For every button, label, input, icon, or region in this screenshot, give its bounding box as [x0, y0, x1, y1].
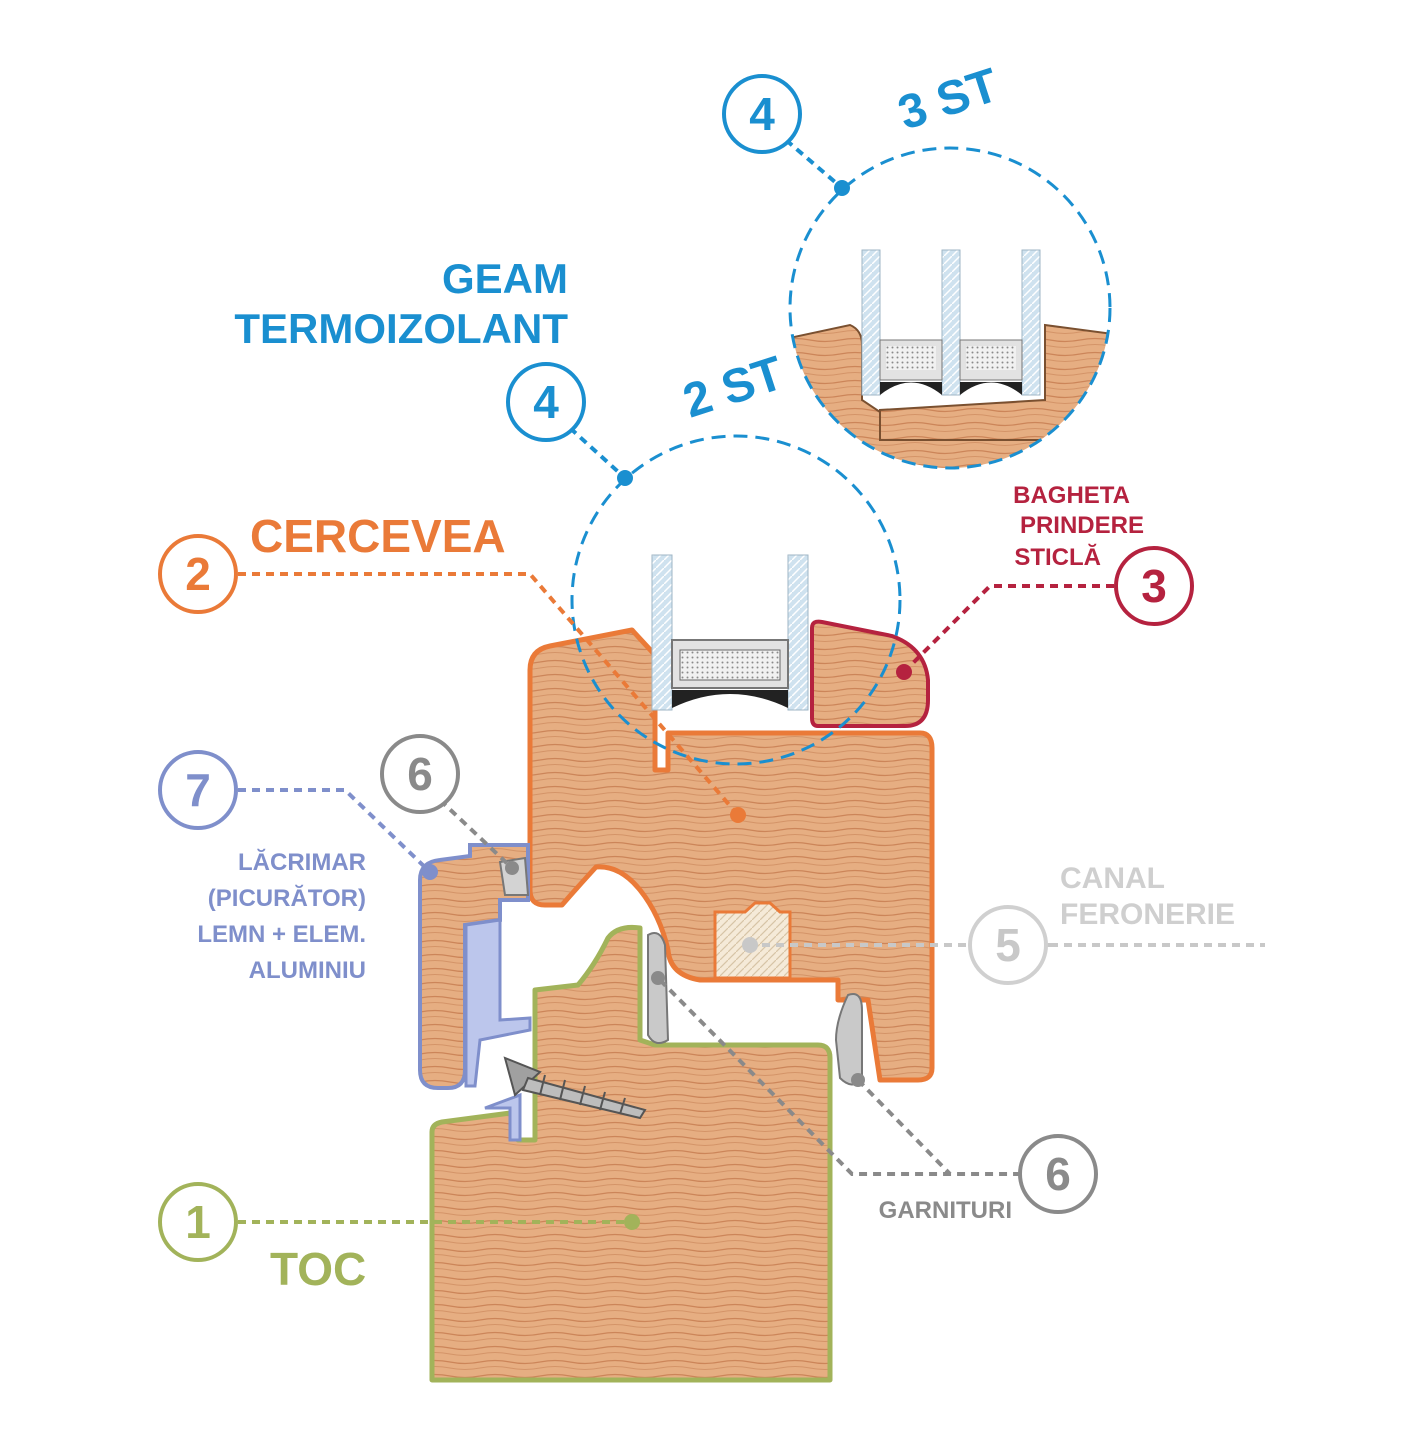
badge-3st-number: 4	[749, 88, 775, 140]
badge-2st: 4	[506, 362, 586, 442]
badge-hardware: 5	[968, 905, 1048, 985]
zoom-circle-2st	[570, 434, 902, 766]
badge-bead-number: 3	[1141, 560, 1167, 612]
screw	[503, 1056, 647, 1120]
dot-frame	[624, 1214, 640, 1230]
drip-label-line3: LEMN + ELEM.	[197, 921, 366, 948]
dot-hardware	[742, 937, 758, 953]
badge-hardware-number: 5	[995, 919, 1021, 971]
zoom-detail-3st	[790, 148, 1110, 468]
badge-gasket-bottom: 6	[1018, 1134, 1098, 1214]
drip-aluminium-lower	[484, 1092, 522, 1142]
gasket-frame	[647, 932, 670, 1045]
bead-label-line3: STICLĂ	[1014, 543, 1101, 571]
sash-profile	[527, 627, 935, 1083]
leader-sash	[238, 572, 740, 817]
badge-2st-number: 4	[533, 376, 559, 428]
glazing-2st-label: 2 ST	[677, 347, 790, 429]
dot-sash	[730, 807, 746, 823]
badge-3st: 4	[722, 74, 802, 154]
badge-drip-number: 7	[185, 764, 211, 816]
leader-gasket-top	[438, 798, 514, 870]
gaskets-label: GARNITURI	[879, 1197, 1012, 1224]
zoom-circle-3st	[788, 146, 1112, 470]
dot-drip	[422, 864, 438, 880]
frame-profile	[429, 925, 833, 1383]
badge-sash-number: 2	[185, 548, 211, 600]
hardware-label-line1: CANAL	[1060, 862, 1165, 895]
dot-gasket-frame	[651, 971, 665, 985]
badge-drip: 7	[158, 750, 238, 830]
drip-label-line1: LĂCRIMAR	[238, 848, 366, 876]
leader-drip	[238, 788, 432, 874]
badge-bead: 3	[1114, 546, 1194, 626]
badge-frame: 1	[158, 1182, 238, 1262]
badge-sash: 2	[158, 534, 238, 614]
drip-label-line2: (PICURĂTOR)	[208, 884, 366, 912]
glazing-title-line1: GEAM	[442, 255, 568, 302]
drip-aluminium	[464, 918, 532, 1088]
frame-label: TOC	[270, 1243, 366, 1295]
leader-gasket-bottom-2	[856, 1078, 952, 1176]
bead-label-line1: BAGHETA	[1013, 482, 1130, 509]
hardware-label-line2: FERONERIE	[1060, 898, 1235, 931]
leader-bead	[902, 584, 1114, 674]
gasket-sash	[834, 993, 863, 1086]
badge-frame-number: 1	[185, 1196, 211, 1248]
dot-gasket-top	[505, 861, 519, 875]
badge-gasket-top: 6	[380, 734, 460, 814]
bead-label-line2: PRINDERE	[1020, 512, 1144, 539]
sash-label: CERCEVEA	[250, 510, 506, 562]
drip-label-line4: ALUMINIU	[249, 957, 366, 984]
leader-3st	[784, 138, 844, 190]
leader-2st	[568, 426, 627, 480]
dot-3st	[834, 180, 850, 196]
badge-gasket-top-number: 6	[407, 748, 433, 800]
glazing-bead	[810, 619, 930, 728]
double-glazing	[651, 554, 809, 711]
dot-bead	[896, 664, 912, 680]
glazing-3st-label: 3 ST	[892, 59, 1005, 141]
leader-gasket-bottom-1	[658, 978, 1020, 1176]
badge-gasket-bottom-number: 6	[1045, 1148, 1071, 1200]
dot-2st	[617, 470, 633, 486]
glazing-title-line2: TERMOIZOLANT	[234, 305, 568, 352]
dot-gasket-sash	[851, 1073, 865, 1087]
